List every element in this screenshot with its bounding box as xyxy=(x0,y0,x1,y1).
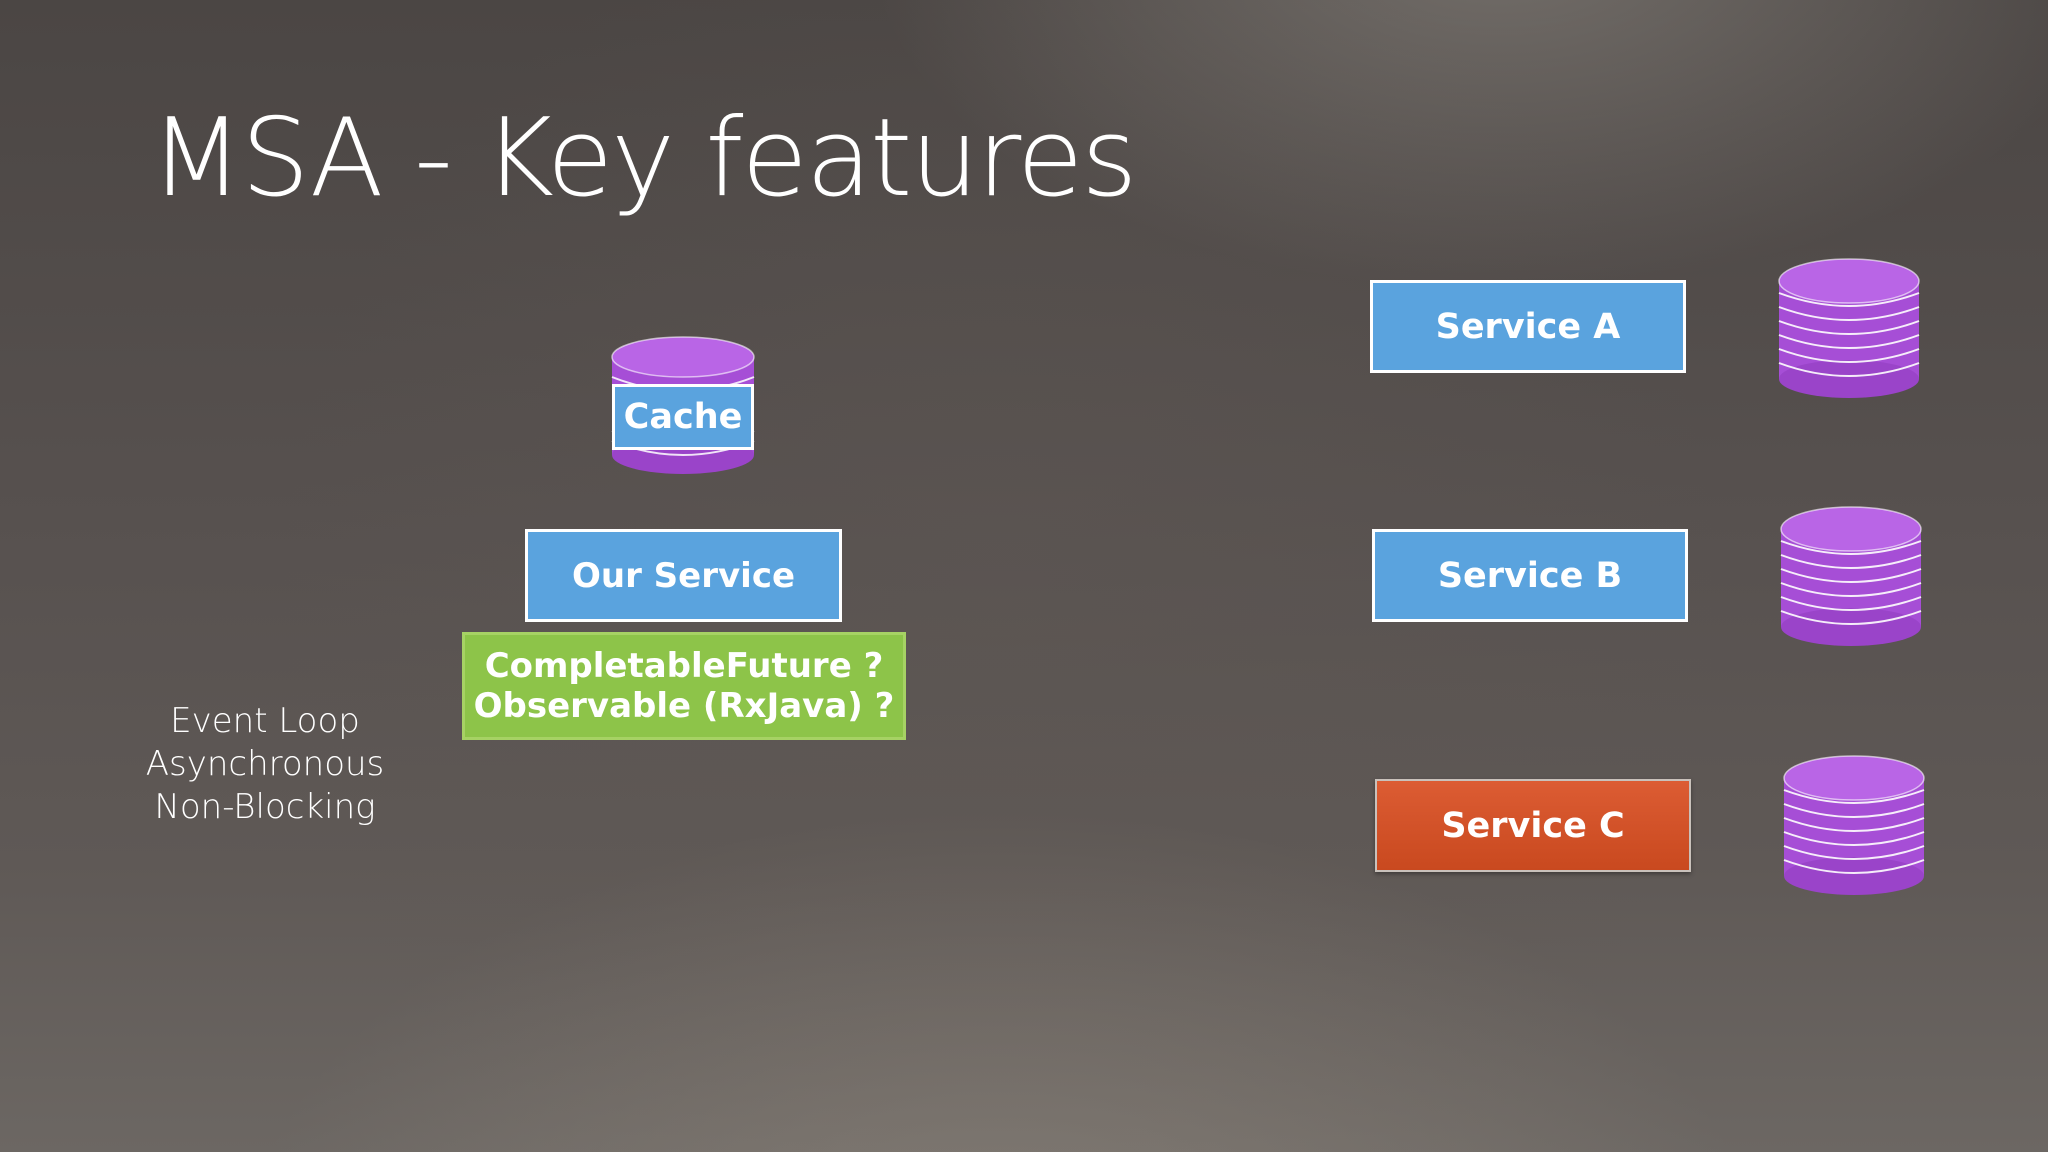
async-options-box: CompletableFuture ? Observable (RxJava) … xyxy=(462,632,906,740)
cache-label: Cache xyxy=(612,384,754,450)
slide-title: MSA - Key features xyxy=(150,96,1138,221)
service-c-box: Service C xyxy=(1375,779,1691,872)
our-service-box: Our Service xyxy=(525,529,842,622)
service-a-box: Service A xyxy=(1370,280,1686,373)
observable-rxjava-label: Observable (RxJava) ? xyxy=(473,686,895,726)
service-a-database-icon xyxy=(1778,258,1920,398)
feature-asynchronous: Asynchronous xyxy=(145,744,385,784)
completable-future-label: CompletableFuture ? xyxy=(484,645,884,686)
service-c-database-icon xyxy=(1783,755,1925,895)
feature-event-loop: Event Loop xyxy=(170,701,360,741)
feature-non-blocking: Non-Blocking xyxy=(154,787,376,827)
service-b-database-icon xyxy=(1780,506,1922,646)
features-list: Event Loop Asynchronous Non-Blocking xyxy=(140,700,390,829)
service-b-box: Service B xyxy=(1372,529,1688,622)
